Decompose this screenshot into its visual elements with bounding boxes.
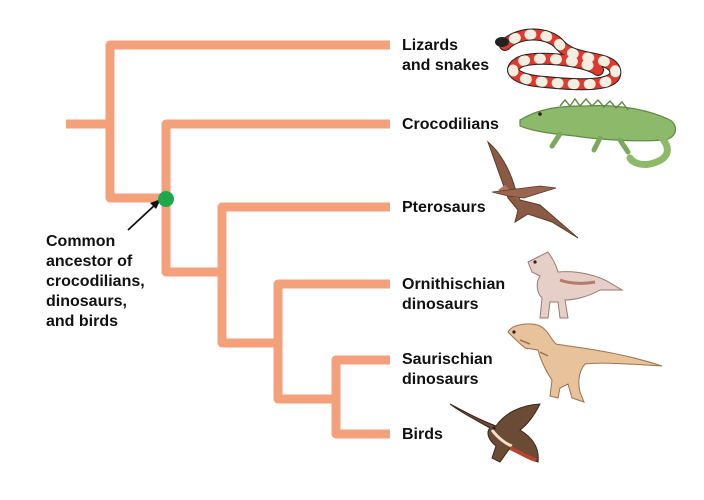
- taxon-label-pterosaurs: Pterosaurs: [402, 198, 486, 218]
- crocodile-icon: [519, 97, 677, 168]
- taxon-label-ornithischian-dinosaurs: Ornithischian dinosaurs: [402, 275, 505, 315]
- ancestor-node: [158, 191, 174, 207]
- taxon-label-lizards-and-snakes: Lizards and snakes: [402, 36, 489, 76]
- taxon-label-line: Pterosaurs: [402, 199, 486, 216]
- taxon-label-birds: Birds: [402, 425, 443, 445]
- taxon-label-line: dinosaurs: [402, 371, 479, 388]
- taxon-label-crocodilians: Crocodilians: [402, 115, 499, 135]
- callout-line: and birds: [46, 313, 119, 330]
- ancestor-callout-label: Common ancestor of crocodilians, dinosau…: [46, 232, 145, 332]
- branch-root-node: [105, 40, 390, 203]
- saurischian-icon: [507, 323, 663, 403]
- branch-archosaur-node: [161, 119, 390, 277]
- ornithischian-icon: [527, 251, 624, 319]
- callout-line: crocodilians,: [46, 273, 145, 290]
- branch-saurischian-node: [331, 355, 390, 439]
- pterosaur-icon: [486, 140, 579, 239]
- taxon-label-line: Saurischian: [402, 351, 493, 368]
- taxon-label-line: Crocodilians: [402, 116, 499, 133]
- branch-ornithodira-node: [217, 202, 390, 348]
- taxon-label-line: Birds: [402, 426, 443, 443]
- taxon-label-line: and snakes: [402, 57, 490, 74]
- taxon-label-line: dinosaurs: [402, 296, 479, 313]
- callout-line: Common: [46, 233, 116, 250]
- taxon-label-saurischian-dinosaurs: Saurischian dinosaurs: [402, 350, 493, 390]
- taxon-label-line: Ornithischian: [402, 276, 506, 293]
- snake-icon: [495, 28, 622, 91]
- branch-dinosaur-node: [273, 279, 390, 404]
- callout-line: dinosaurs,: [46, 293, 127, 310]
- taxon-label-line: Lizards: [402, 37, 459, 54]
- ancestor-arrow: [127, 199, 161, 231]
- bird-icon: [449, 403, 541, 463]
- callout-line: ancestor of: [46, 253, 133, 270]
